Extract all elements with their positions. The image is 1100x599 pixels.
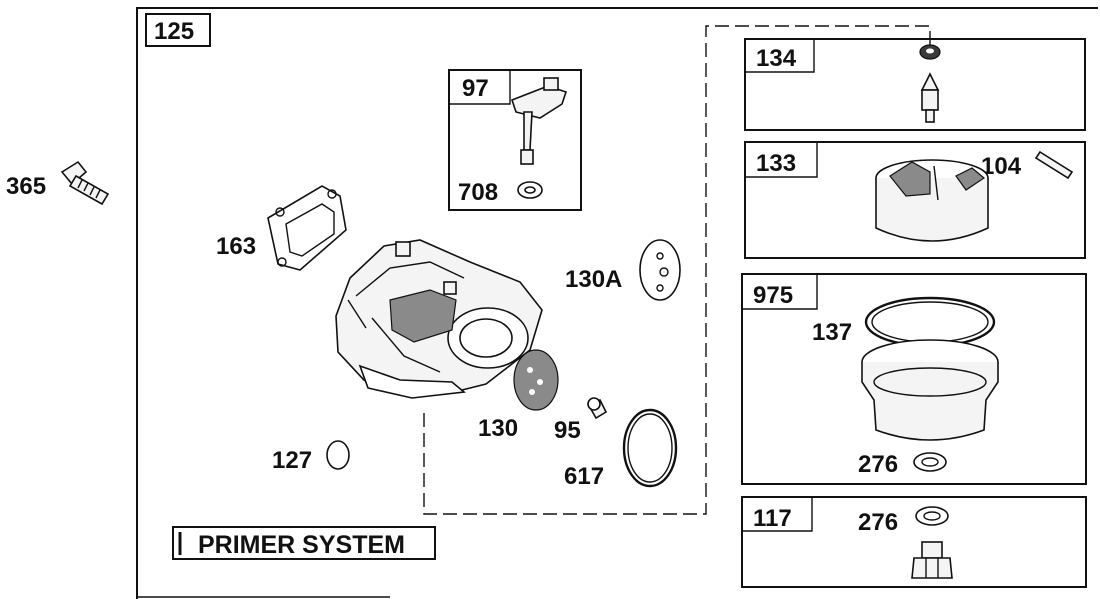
inset-97: 97 708	[448, 69, 582, 211]
kit-box-133: 133 104	[744, 141, 1086, 259]
main-assembly-label: 125	[154, 18, 194, 45]
kit-117-label: 117	[753, 505, 792, 532]
part-label-137: 137	[812, 319, 852, 346]
part-163-gasket: 163	[216, 185, 347, 271]
part-617-oring: 617	[564, 408, 678, 490]
main-assembly-frame: 125	[136, 7, 1098, 599]
carburetor-body	[335, 239, 543, 399]
kit-box-134: 134	[744, 38, 1086, 131]
part-130-diaphragm: 130	[478, 349, 559, 442]
part-label-130: 130	[478, 415, 518, 442]
part-label-617: 617	[564, 463, 604, 490]
part-label-708: 708	[458, 179, 498, 206]
part-label-130A: 130A	[565, 266, 622, 293]
kit-box-975: 975 137 276	[741, 273, 1087, 485]
kit-975-label: 975	[753, 282, 793, 309]
part-130A-gasket: 130A	[565, 239, 681, 301]
part-label-127: 127	[272, 447, 312, 474]
kit-133-label: 133	[756, 150, 796, 177]
part-label-365: 365	[6, 173, 46, 200]
part-label-163: 163	[216, 233, 256, 260]
part-label-95: 95	[554, 417, 581, 444]
primer-system-text: PRIMER SYSTEM	[198, 531, 405, 559]
kit-box-117: 117 276	[741, 496, 1087, 588]
kit-134-label: 134	[756, 45, 797, 72]
part-label-276-b: 276	[858, 509, 898, 536]
part-label-276-a: 276	[858, 451, 898, 478]
part-95-screw: 95	[554, 397, 608, 444]
kit-bracket	[423, 25, 931, 515]
part-127-plug: 127	[272, 440, 350, 474]
inset-97-label: 97	[462, 75, 489, 102]
part-365-bolt: 365	[6, 160, 110, 206]
primer-system-label: PRIMER SYSTEM	[172, 526, 436, 560]
